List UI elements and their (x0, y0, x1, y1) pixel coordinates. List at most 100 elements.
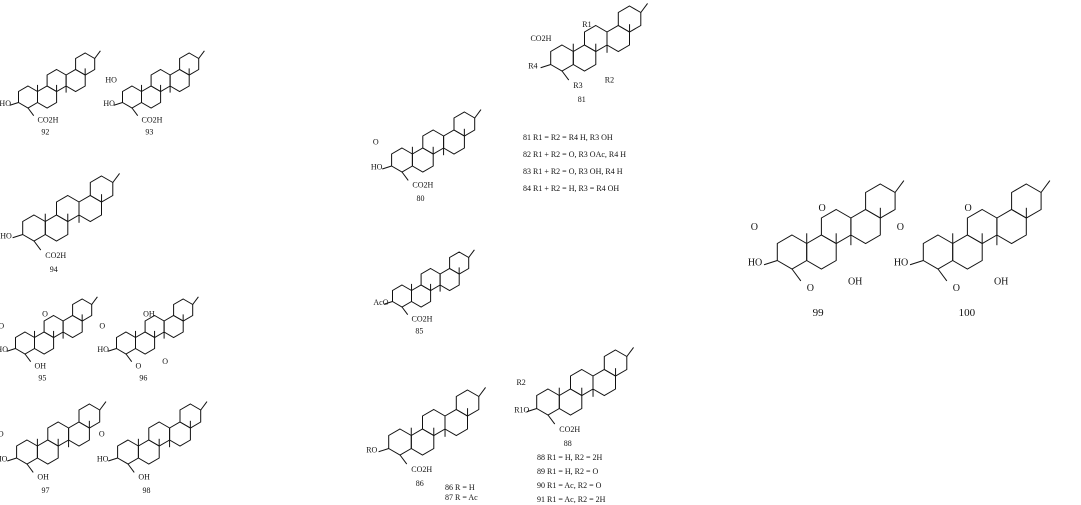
substituent-label: HO (0, 99, 11, 108)
compound-number: 80 (417, 194, 425, 203)
substituent-label: HO (103, 99, 115, 108)
substituent-label: CO2H (38, 115, 59, 124)
substituent-label: OH (138, 473, 150, 482)
legend-entry: 91 R1 = Ac, R2 = 2H (537, 495, 606, 504)
bond (894, 180, 905, 193)
substituent-label: O (99, 322, 105, 331)
substituent-label: HO (894, 258, 908, 269)
bond (909, 260, 924, 266)
legend-entry: 84 R1 + R2 = H, R3 = R4 OH (523, 184, 619, 193)
ring-B (36, 439, 59, 465)
bond (7, 457, 17, 462)
ring-B (806, 234, 837, 270)
legend-entry: 87 R = Ac (445, 493, 478, 502)
bond (468, 249, 475, 258)
ring-D (443, 129, 465, 155)
ring-A (550, 44, 574, 72)
bond (378, 448, 389, 453)
substituent-label: CO2H (412, 314, 433, 323)
compound-92: HO CO2H 92 (0, 50, 101, 136)
compound-number: 92 (41, 127, 49, 136)
compound-number: 95 (38, 373, 46, 382)
legend-entry: 81 R1 = R2 = R4 H, R3 OH (523, 133, 613, 142)
legend-entry: 82 R1 + R2 = O, R3 OAc, R4 H (523, 150, 626, 159)
substituent-label: O (751, 222, 758, 233)
ring-D (444, 408, 468, 437)
substituent-label: HO (105, 76, 117, 85)
bond (401, 171, 409, 181)
substituent-label: RO (366, 445, 377, 454)
substituent-label: OH (994, 276, 1008, 287)
compound-number: 98 (143, 486, 151, 495)
legend-entry: 88 R1 = H, R2 = 2H (537, 453, 602, 462)
ring-D (996, 208, 1027, 245)
compound-number: 97 (42, 486, 50, 495)
bond (526, 408, 537, 413)
bond (626, 347, 634, 357)
ring-D (78, 194, 102, 223)
compound-number: 99 (813, 307, 825, 319)
substituent-label: R1O (514, 405, 529, 414)
bond (108, 457, 118, 462)
ring-D (606, 24, 630, 53)
substituent-label: HO (0, 231, 12, 240)
substituent-label: CO2H (412, 181, 433, 190)
bond (763, 260, 778, 266)
substituent-label: O (965, 203, 972, 214)
bond (12, 234, 23, 239)
compound-95: HOOHOO95 (0, 296, 98, 382)
bond (112, 173, 120, 183)
substituent-label: O (953, 283, 960, 294)
ring-A (922, 234, 954, 270)
ring-B (572, 44, 597, 72)
substituent-label: O (162, 357, 168, 366)
substituent-label: CO2H (45, 251, 66, 260)
ring-D (169, 421, 191, 447)
ring-D (850, 208, 881, 245)
bond (198, 50, 205, 59)
ring-A (15, 331, 35, 355)
substituent-label: CO2H (530, 34, 551, 43)
legend-g86: 86 R = H87 R = Ac (445, 483, 478, 502)
compound-number: 96 (139, 373, 147, 382)
bond (382, 165, 392, 170)
bond (27, 107, 35, 116)
substituent-label: O (99, 429, 105, 438)
compound-98: HO OH O 98 (97, 401, 208, 495)
bond (640, 3, 648, 13)
substituent-label: OH (35, 361, 47, 370)
compound-number: 86 (416, 479, 424, 488)
substituent-label: CO2H (142, 115, 163, 124)
bond (91, 296, 98, 305)
substituent-label: HO (97, 455, 109, 464)
bond (399, 454, 408, 465)
legend-entry: 89 R1 = H, R2 = O (537, 467, 598, 476)
compound-number: 81 (578, 95, 586, 104)
ring-A (392, 284, 412, 308)
bond (113, 102, 123, 106)
legend-entry: 90 R1 = Ac, R2 = O (537, 481, 602, 490)
substituent-label: HO (371, 163, 383, 172)
ring-A (16, 439, 38, 465)
ring-B (411, 147, 434, 173)
ring-A (18, 85, 38, 109)
substituent-label: CO2H (559, 425, 580, 434)
ring-A (391, 147, 413, 173)
bond (540, 64, 551, 69)
substituent-label: R3 (573, 81, 582, 90)
bond (1040, 180, 1051, 193)
compound-number: 88 (564, 439, 572, 448)
substituent-label: OH (143, 310, 155, 319)
ring-D (592, 368, 616, 397)
bond (99, 401, 107, 411)
bond (6, 348, 16, 352)
bond (401, 306, 409, 315)
